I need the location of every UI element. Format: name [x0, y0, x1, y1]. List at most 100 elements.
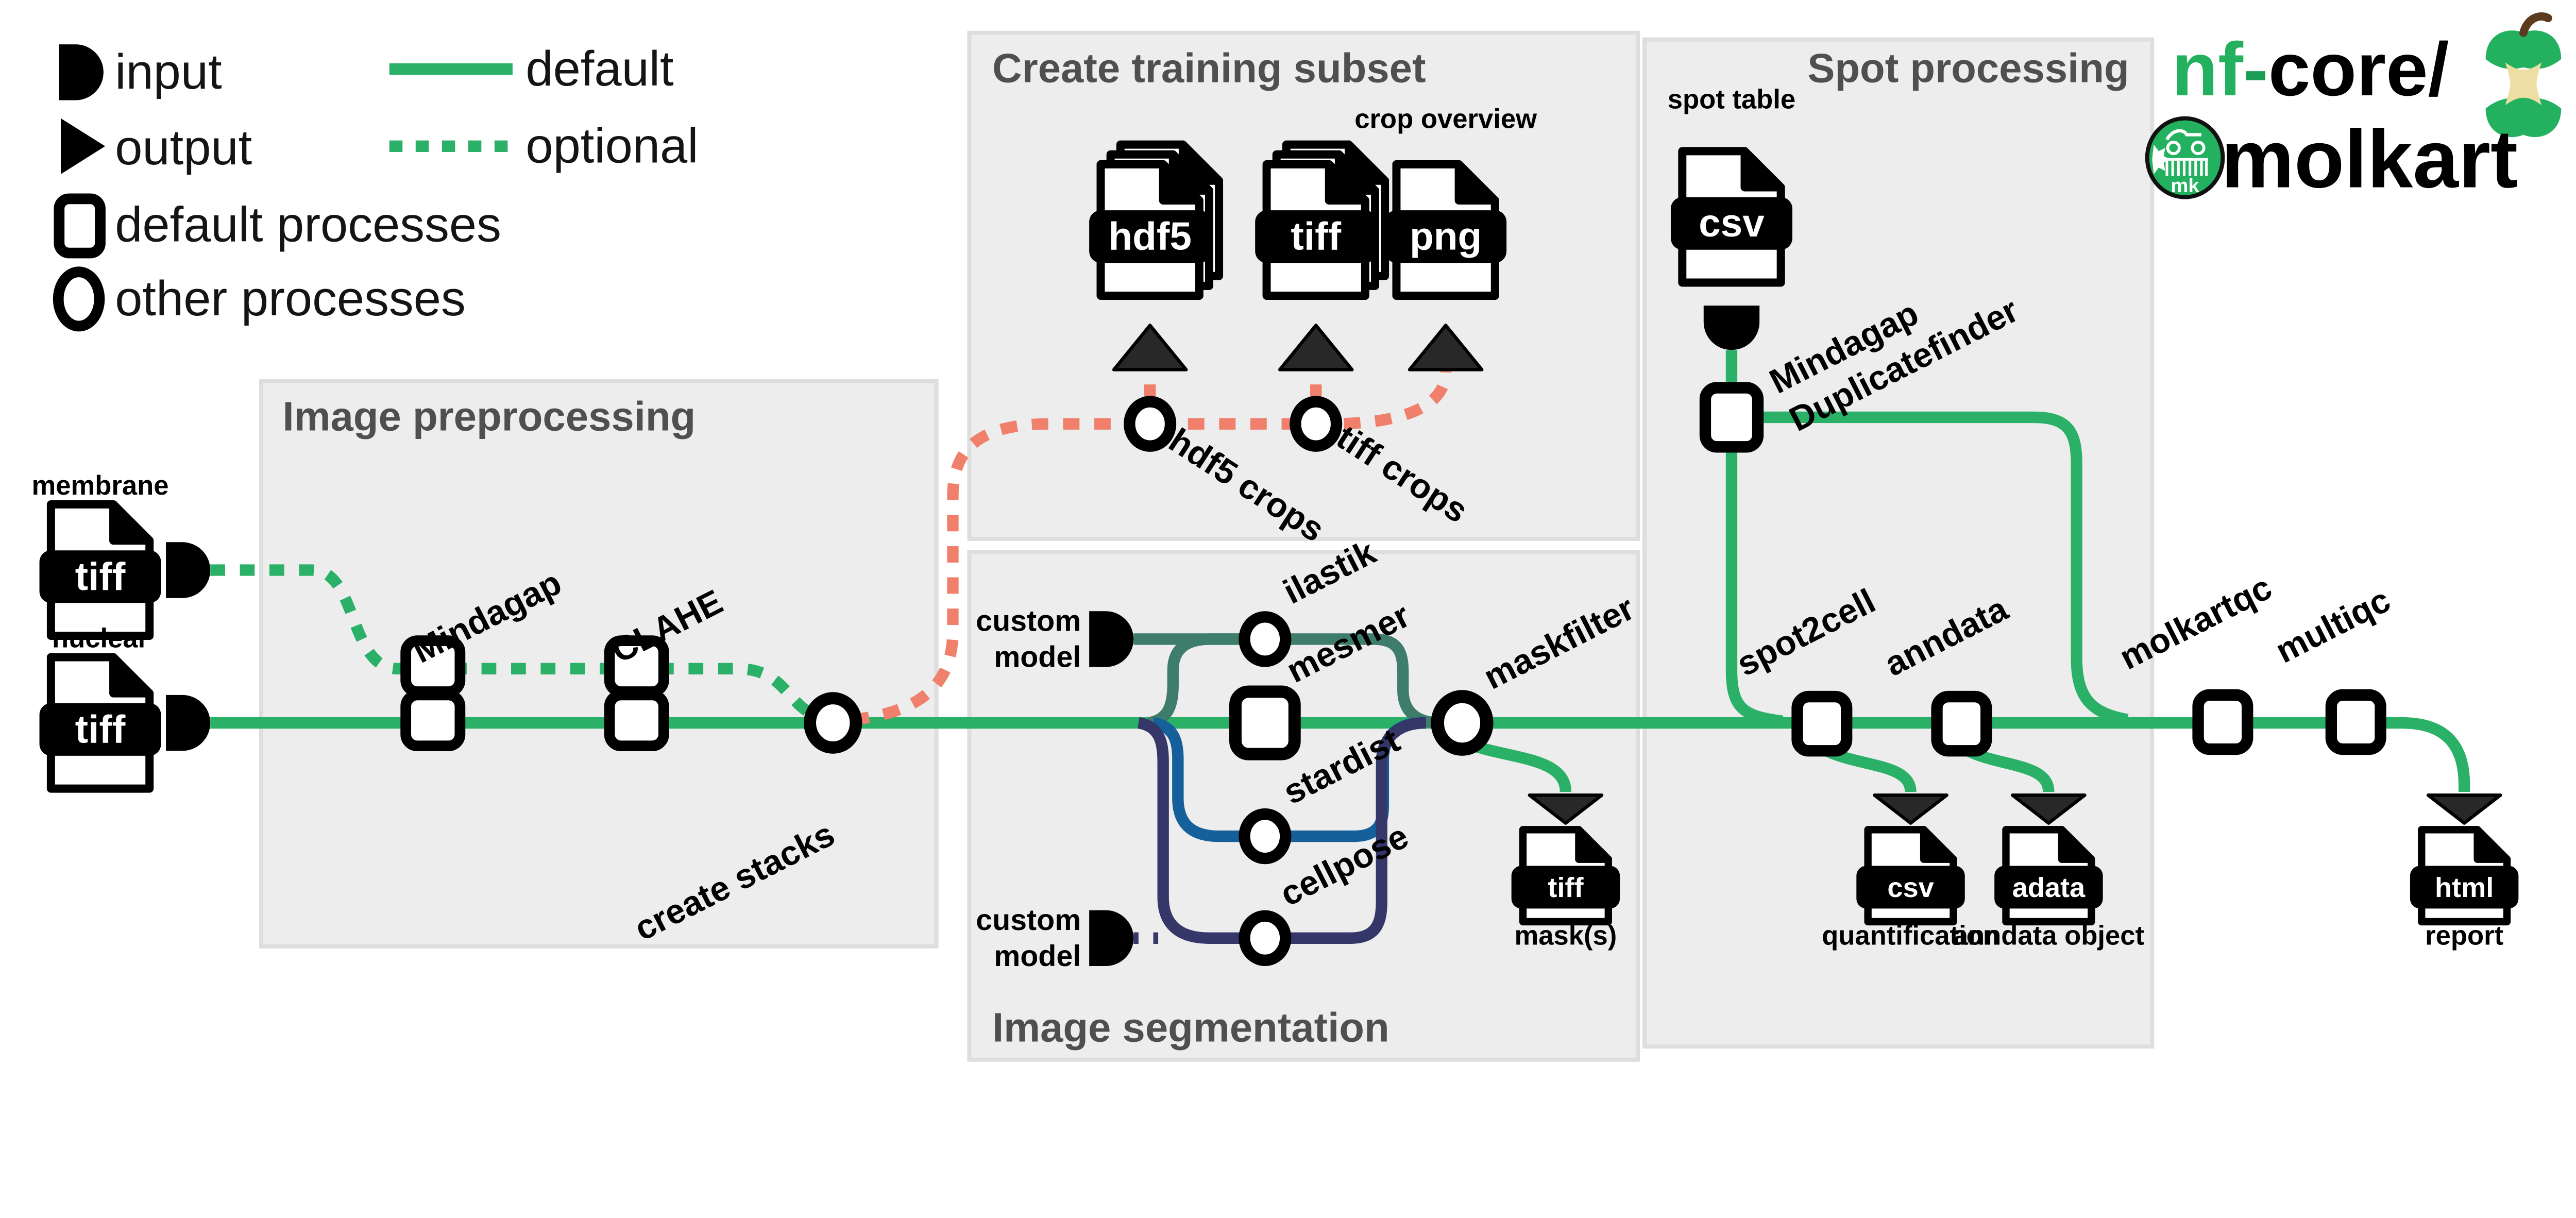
anndata-object-caption: anndata object	[1953, 921, 2144, 951]
anndata-object-format: adata	[2012, 872, 2086, 903]
png-file-icon: crop overview png	[1354, 104, 1537, 296]
logo-dash: -	[2243, 27, 2268, 112]
custom-model-bottom-line2: model	[994, 940, 1081, 973]
default-process-icon	[54, 193, 106, 259]
crop-overview-caption: crop overview	[1354, 104, 1537, 134]
report-format: html	[2435, 872, 2494, 903]
arrow-down-report-icon	[2426, 793, 2502, 825]
report-file-icon: html report	[2410, 830, 2519, 951]
flow-optional-training	[852, 371, 1452, 725]
arrow-up-png-icon	[1408, 324, 1484, 371]
cellpose-node	[1239, 910, 1292, 966]
spot2cell-node	[1791, 690, 1853, 757]
custom-model-top-line1: custom	[976, 604, 1081, 637]
custom-model-bottom-line1: custom	[976, 904, 1081, 937]
arrow-down-mask-icon	[1528, 793, 1604, 825]
custom-model-top-input: custom model	[976, 604, 1134, 674]
legend-optional-label: optional	[526, 119, 698, 174]
spot-table-band	[1670, 197, 1792, 250]
nuclear-format: tiff	[75, 707, 126, 751]
custom-model-bottom-input: custom model	[976, 904, 1134, 973]
title-spot-processing: Spot processing	[1807, 45, 2129, 91]
hdf5-crops-node	[1124, 396, 1177, 452]
flow-default-main	[210, 717, 2470, 792]
stardist-node	[1239, 808, 1292, 865]
molkartqc-node	[2192, 689, 2253, 755]
other-process-icon	[53, 266, 105, 332]
maskfilter-node	[1431, 690, 1494, 756]
legend-input-label: input	[115, 44, 222, 99]
tiff-crops-band	[1255, 210, 1377, 263]
mindagap-duplicatefinder-node	[1699, 382, 1764, 453]
molkart-badge-icon: mk	[2145, 116, 2225, 199]
molkart-pipeline-diagram: Image preprocessing Create training subs…	[31, 12, 2562, 1062]
custom-model-bottom-input-icon	[1089, 910, 1134, 966]
anndata-object-file-icon: adata anndata object	[1953, 830, 2144, 951]
spot-table-input-icon	[1703, 306, 1760, 350]
apple-core-icon	[2485, 12, 2562, 138]
arrow-down-anndata-icon	[2011, 793, 2087, 825]
title-image-segmentation: Image segmentation	[992, 1005, 1389, 1051]
flow-duplicatefinder-right	[1757, 411, 2129, 725]
output-icon	[61, 118, 106, 175]
flow-cellpose	[1137, 717, 1427, 944]
hdf5-file-stack-icon: hdf5	[1089, 145, 1219, 296]
legend: input output default processes other pro…	[53, 41, 698, 332]
badge-rake	[2165, 158, 2208, 176]
mask-band	[1511, 866, 1620, 909]
png-band	[1385, 210, 1507, 263]
logo-pipeline-text: molkart	[2221, 113, 2518, 205]
hdf5-format: hdf5	[1108, 215, 1192, 259]
quantification-format: csv	[1887, 872, 1934, 903]
badge-mk-text: mk	[2171, 175, 2199, 197]
arrow-down-quantification-icon	[1873, 793, 1948, 825]
input-icon	[59, 44, 104, 100]
title-create-training-subset: Create training subset	[992, 45, 1426, 91]
membrane-caption: membrane	[31, 470, 168, 501]
nuclear-file-icon: nuclear tiff	[39, 623, 211, 788]
custom-model-top-input-icon	[1089, 611, 1134, 667]
nf-core-molkart-logo: nf-core/ mk molkart	[2145, 12, 2562, 205]
spot-table-caption: spot table	[1668, 84, 1795, 114]
arrow-up-tiff-icon	[1278, 324, 1354, 371]
legend-default-processes-label: default processes	[115, 197, 501, 252]
tiff-crops-format: tiff	[1291, 215, 1341, 259]
quantification-file-icon: csv quantification	[1822, 830, 1999, 951]
tiff-file-stack-icon: tiff	[1255, 145, 1385, 296]
hdf5-band	[1089, 210, 1211, 263]
membrane-input-icon	[166, 542, 211, 598]
anndata-object-band	[1994, 866, 2103, 909]
legend-default-label: default	[526, 41, 673, 96]
multiqc-node	[2325, 689, 2386, 755]
flow-duplicatefinder-down	[1725, 447, 1784, 727]
nuclear-caption: nuclear	[52, 623, 148, 653]
clahe-node	[604, 635, 669, 752]
logo-org-text: nf-core/	[2172, 27, 2449, 112]
custom-model-top-line2: model	[994, 641, 1081, 674]
nuclear-band	[39, 703, 161, 756]
anndata-node	[1931, 690, 1992, 757]
mesmer-node	[1229, 685, 1301, 760]
ilastik-node	[1239, 611, 1292, 667]
membrane-file-icon: membrane tiff	[31, 470, 211, 636]
spot-table-format: csv	[1699, 201, 1765, 245]
png-format: png	[1410, 215, 1482, 259]
box-image-preprocessing	[259, 379, 939, 949]
logo-nf: nf	[2172, 27, 2244, 112]
mindagap-node	[400, 635, 466, 752]
quantification-caption: quantification	[1822, 921, 1999, 951]
tiff-crops-node	[1290, 396, 1343, 452]
report-band	[2410, 866, 2519, 909]
badge-star	[2152, 144, 2171, 175]
report-caption: report	[2425, 921, 2503, 951]
legend-output-label: output	[115, 120, 252, 175]
membrane-format: tiff	[75, 555, 126, 599]
logo-core: core/	[2268, 27, 2449, 112]
multiqc-label: multiqc	[2269, 581, 2396, 671]
membrane-band	[39, 550, 161, 603]
mask-caption: mask(s)	[1514, 921, 1617, 951]
quantification-band	[1856, 866, 1965, 909]
arrow-up-hdf5-icon	[1112, 324, 1188, 371]
create-stacks-node	[804, 692, 862, 754]
mask-format: tiff	[1548, 872, 1584, 903]
